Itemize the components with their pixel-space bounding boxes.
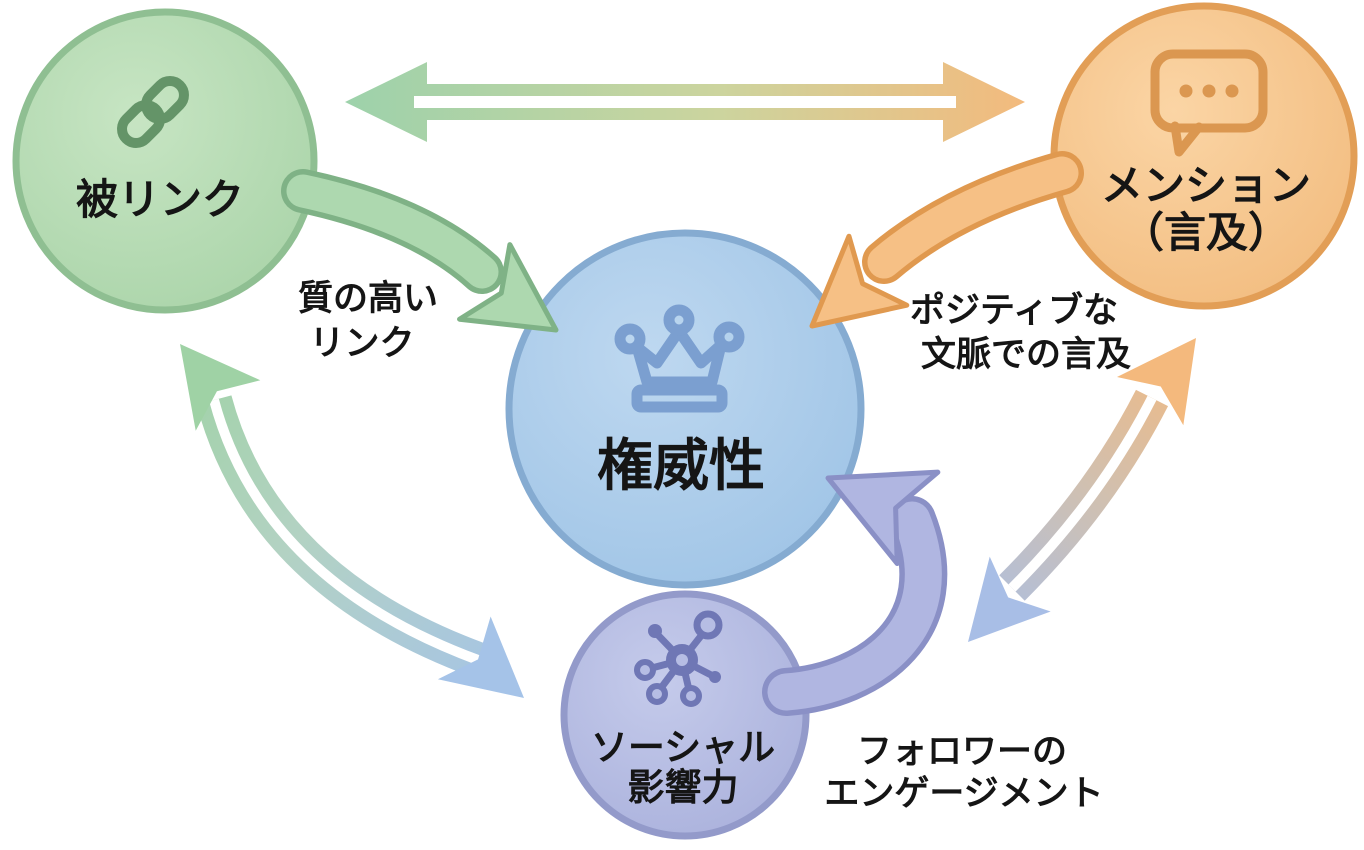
node-backlinks: 被リンク bbox=[12, 8, 318, 314]
follower-engagement-label-line2: エンゲージメント bbox=[824, 774, 1103, 814]
quality-links-label: 質の高い リンク bbox=[298, 279, 438, 364]
follower-engagement-arrow bbox=[762, 469, 948, 716]
backlinks-social-arrow bbox=[180, 344, 524, 698]
positive-mentions-label-line2: 文脈での言及 bbox=[921, 335, 1131, 375]
link-icon bbox=[117, 76, 189, 148]
arrowhead-up-right bbox=[1116, 338, 1196, 426]
arrowhead-to-authority bbox=[809, 233, 910, 329]
positive-mentions-arrow-shaft bbox=[867, 156, 1079, 279]
mentions-label-line1: メンション bbox=[1101, 161, 1311, 210]
follower-engagement-arrow-shaft bbox=[767, 501, 942, 711]
chat-bubble-icon bbox=[1150, 49, 1268, 157]
node-social-influence: ソーシャル 影響力 bbox=[560, 590, 810, 840]
follower-engagement-label-line1: フォロワーの bbox=[857, 732, 1067, 772]
positive-mentions-label-line1: ポジティブな bbox=[910, 290, 1118, 331]
backlinks-social-arrow-shaft bbox=[196, 395, 485, 677]
node-mentions: メンション （言及） bbox=[1050, 2, 1358, 310]
quality-links-arrow-shaft bbox=[286, 174, 499, 289]
arrowhead-down-right bbox=[437, 616, 524, 698]
arrowhead-up-left bbox=[180, 344, 261, 431]
mentions-social-arrow bbox=[968, 338, 1196, 642]
social-influence-circle bbox=[560, 590, 810, 840]
arrowhead-down-left bbox=[968, 556, 1051, 642]
mentions-label-line2: （言及） bbox=[1122, 208, 1290, 257]
positive-mentions-label: ポジティブな 文脈での言及 bbox=[910, 290, 1131, 375]
positive-mentions-arrow bbox=[809, 151, 1084, 329]
node-authority: 権威性 bbox=[505, 229, 865, 589]
backlinks-circle bbox=[12, 8, 318, 314]
crown-icon bbox=[614, 304, 745, 413]
quality-links-label-line1: 質の高い bbox=[298, 279, 438, 319]
social-influence-label-line2: 影響力 bbox=[628, 766, 739, 809]
arrowhead-to-authority bbox=[457, 242, 559, 333]
backlinks-label: 被リンク bbox=[76, 175, 244, 224]
quality-links-label-line2: リンク bbox=[309, 324, 414, 364]
follower-engagement-label: フォロワーの エンゲージメント bbox=[824, 732, 1103, 814]
authority-label: 権威性 bbox=[597, 434, 765, 499]
arrowhead-to-authority bbox=[825, 469, 941, 567]
arrow-white-stripe bbox=[209, 398, 480, 665]
quality-links-arrow bbox=[281, 169, 559, 333]
backlinks-mentions-arrow bbox=[345, 62, 1025, 142]
arrow-white-stripe bbox=[1008, 395, 1157, 592]
network-icon bbox=[634, 610, 723, 707]
social-influence-label-line1: ソーシャル bbox=[591, 726, 775, 769]
